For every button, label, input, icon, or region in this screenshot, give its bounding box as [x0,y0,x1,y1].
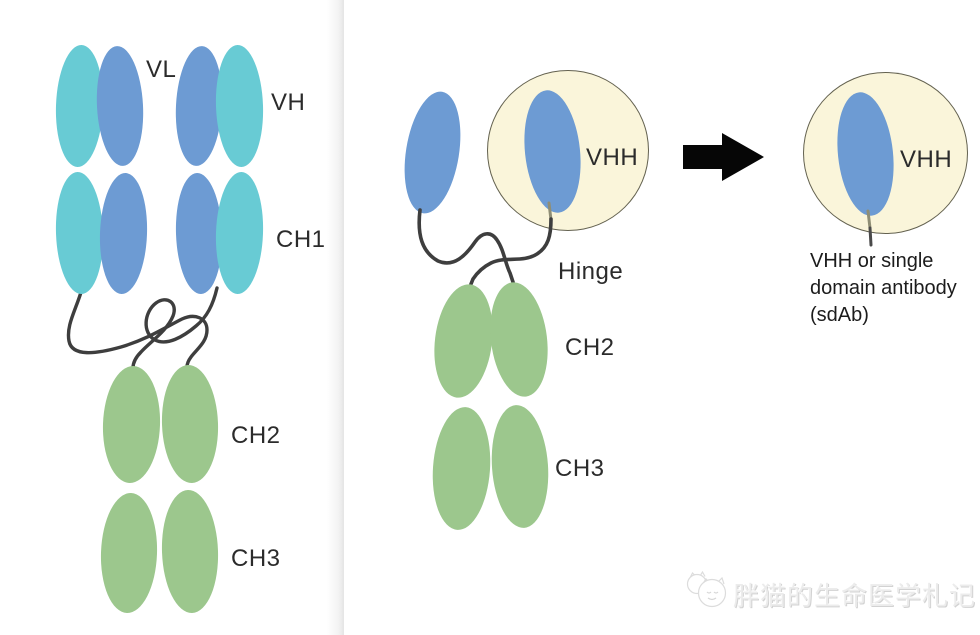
sdab-caption: VHH or single domain antibody (sdAb) [810,250,957,326]
vhh-domain-ellipse [396,87,469,218]
ch2-domain-ellipse [159,364,221,484]
ch3-domain-ellipse [428,405,495,532]
vhh-label: VHH [900,146,953,173]
vhh-label: VHH [586,144,639,171]
vh-domain-ellipse [93,44,147,168]
panel-divider [327,0,344,635]
cl-domain-ellipse [53,171,106,295]
ch2-domain-ellipse [428,280,499,402]
watermark-text: 胖猫的生命医学札记 [733,581,977,611]
ch2-domain-ellipse [100,365,163,484]
cl-domain-ellipse [213,171,266,295]
hinge-label: Hinge [558,258,624,285]
vl-label: VL [146,56,177,83]
ch1-label: CH1 [276,226,326,253]
ch3-label: CH3 [231,545,281,572]
ch2-label: CH2 [565,334,615,361]
ch3-domain-ellipse [159,489,221,614]
vl-domain-ellipse [213,44,266,168]
ch3-domain-ellipse [487,403,553,530]
ch3-label: CH3 [555,455,605,482]
ch2-label: CH2 [231,422,281,449]
cat-logo-icon [686,570,727,608]
ch1-domain-ellipse [97,172,150,295]
vh-label: VH [271,89,306,116]
ch3-domain-ellipse [98,492,160,614]
ch2-domain-ellipse [484,279,554,400]
